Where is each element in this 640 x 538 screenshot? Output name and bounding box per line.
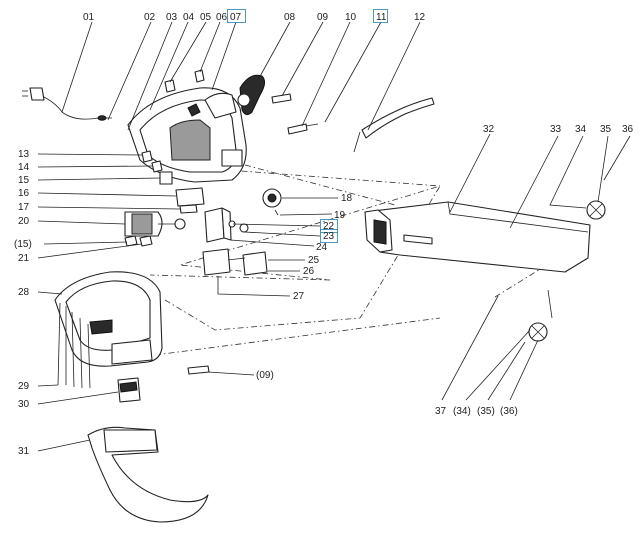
part-label-20: 20 xyxy=(18,216,30,227)
leader-lines xyxy=(37,21,631,452)
part-label-21: 21 xyxy=(18,253,30,264)
part-label-32: 32 xyxy=(483,124,495,135)
part-label-15: 15 xyxy=(18,175,30,186)
switch-covers xyxy=(202,248,268,276)
brush-parts xyxy=(141,150,205,214)
bag-adapter xyxy=(117,377,141,403)
part-label-12: 12 xyxy=(414,12,426,23)
part-label-11: 11 xyxy=(376,12,387,23)
part-label-04: 04 xyxy=(183,12,195,23)
part-label-26: 26 xyxy=(303,266,315,277)
part-label-14: 14 xyxy=(18,162,30,173)
part-label-29: 29 xyxy=(18,381,30,392)
part-label-07: 07 xyxy=(230,12,242,23)
part-label-25: 25 xyxy=(308,255,320,266)
shoulder-strap xyxy=(353,97,435,153)
nozzle-tips xyxy=(528,200,606,342)
part-label-34-ref: (34) xyxy=(453,406,471,417)
switch-trigger xyxy=(237,74,266,116)
part-label-35: 35 xyxy=(600,124,612,135)
part-label-36: 36 xyxy=(622,124,634,135)
cable-10 xyxy=(287,123,319,135)
part-label-34: 34 xyxy=(575,124,587,135)
part-label-17: 17 xyxy=(18,202,30,213)
label-box-23 xyxy=(320,229,338,243)
part-label-30: 30 xyxy=(18,399,30,410)
part-label-24: 24 xyxy=(316,242,328,253)
part-label-27: 27 xyxy=(293,291,305,302)
part-label-35-ref: (35) xyxy=(477,406,495,417)
part-labels: 01 02 03 04 05 06 07 08 09 10 11 12 13 1… xyxy=(14,12,634,457)
part-label-23: 23 xyxy=(323,231,335,242)
part-label-05: 05 xyxy=(200,12,212,23)
part-label-18: 18 xyxy=(341,193,353,204)
part-label-09: 09 xyxy=(317,12,329,23)
part-label-15-ref: (15) xyxy=(14,239,32,250)
collection-bag xyxy=(87,426,209,523)
motor-housing-upper xyxy=(127,69,247,183)
switch-block xyxy=(204,207,249,243)
part-label-36-ref: (36) xyxy=(500,406,518,417)
part-label-19: 19 xyxy=(334,210,346,221)
motor xyxy=(124,211,186,247)
screw-09-lower xyxy=(187,365,210,375)
label-box-22 xyxy=(320,219,338,233)
part-label-37: 37 xyxy=(435,406,447,417)
part-label-08: 08 xyxy=(284,12,296,23)
part-label-10: 10 xyxy=(345,12,357,23)
screw-09 xyxy=(271,93,292,104)
part-label-22: 22 xyxy=(323,221,335,232)
part-label-03: 03 xyxy=(166,12,178,23)
label-box-11 xyxy=(373,9,388,23)
part-label-13: 13 xyxy=(18,149,30,160)
label-box-07 xyxy=(227,9,246,23)
lower-housing xyxy=(54,271,163,389)
part-label-33: 33 xyxy=(550,124,562,135)
part-label-28: 28 xyxy=(18,287,30,298)
part-label-09-ref: (09) xyxy=(256,370,274,381)
part-label-02: 02 xyxy=(144,12,156,23)
part-label-01: 01 xyxy=(83,12,95,23)
part-label-06: 06 xyxy=(216,12,228,23)
part-label-31: 31 xyxy=(18,446,30,457)
blower-tube xyxy=(364,201,591,273)
fan-impeller xyxy=(262,188,282,216)
part-label-16: 16 xyxy=(18,188,30,199)
power-cord xyxy=(22,87,112,121)
